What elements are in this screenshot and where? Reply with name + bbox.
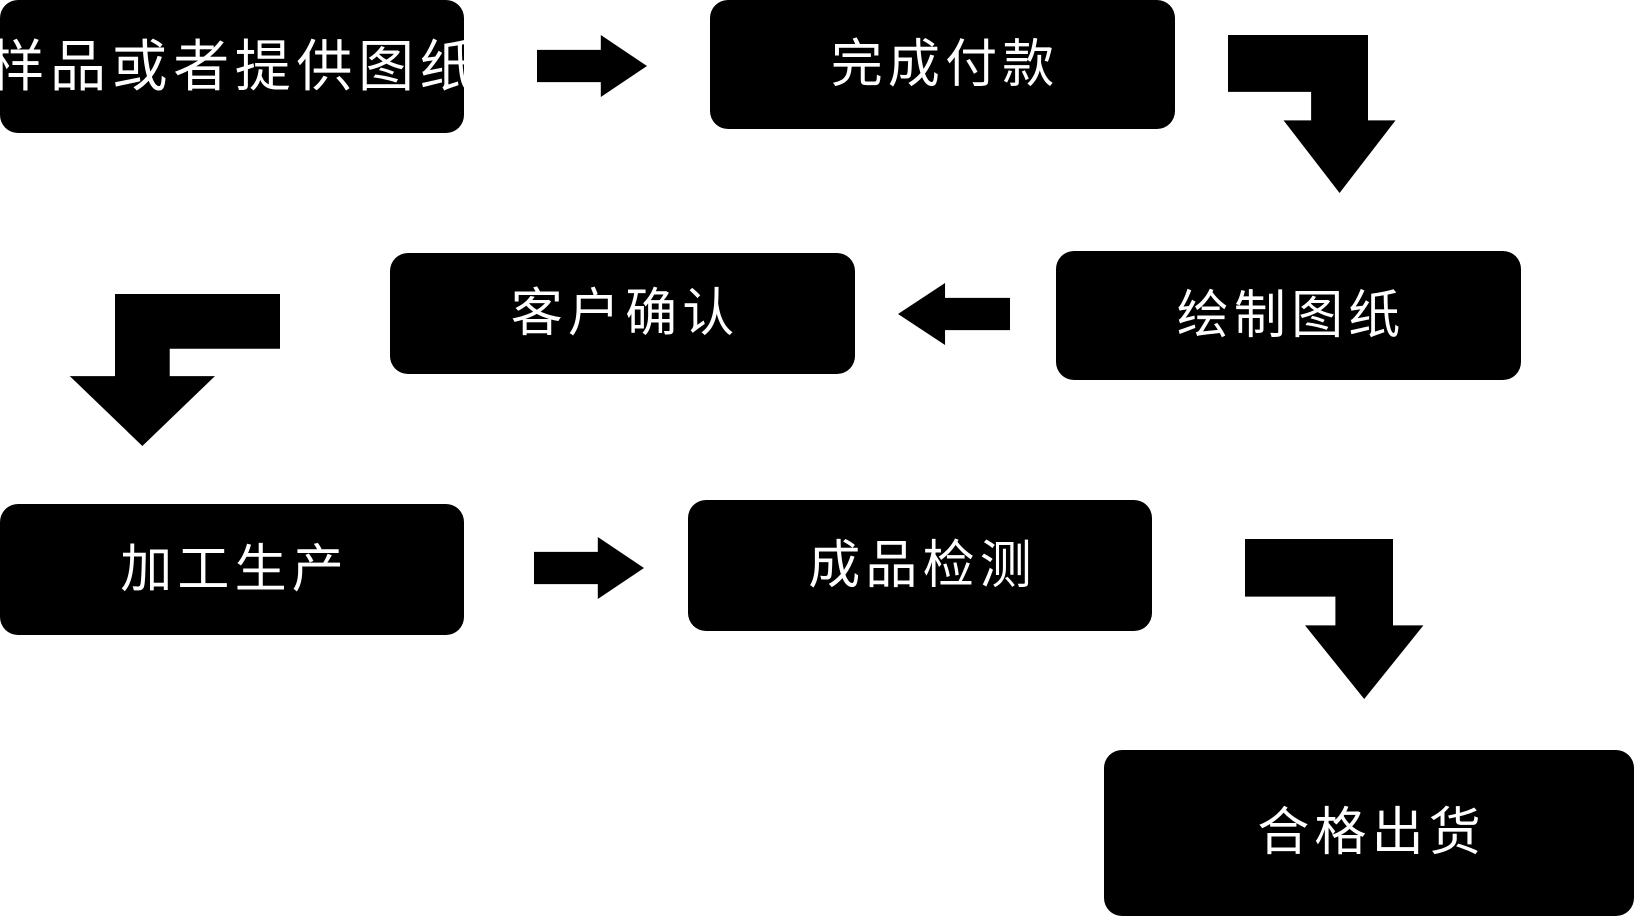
arrow-left-icon bbox=[898, 283, 1010, 345]
flow-node-label: 合格出货 bbox=[1257, 804, 1486, 862]
flow-node-qualified-shipment[interactable]: 合格出货 bbox=[1104, 750, 1634, 916]
flow-node-label: 样品或者提供图纸 bbox=[0, 34, 482, 98]
arrow-right-icon bbox=[534, 537, 644, 599]
flow-node-label: 成品检测 bbox=[808, 536, 1037, 595]
flow-node-label: 绘制图纸 bbox=[1176, 286, 1406, 345]
arrow-elbow-right-down-icon bbox=[1228, 35, 1396, 193]
flow-node-final-inspection[interactable]: 成品检测 bbox=[688, 500, 1152, 631]
flow-node-sample-or-drawing[interactable]: 样品或者提供图纸 bbox=[0, 0, 476, 133]
flow-node-complete-payment[interactable]: 完成付款 bbox=[710, 0, 1175, 129]
flow-node-label: 加工生产 bbox=[120, 540, 349, 599]
flow-node-draw-drawing[interactable]: 绘制图纸 bbox=[1056, 251, 1521, 380]
arrow-right-icon bbox=[537, 35, 647, 97]
arrow-elbow-left-down-icon bbox=[69, 294, 280, 446]
arrow-elbow-right-down-icon bbox=[1245, 539, 1424, 699]
flow-node-label: 客户确认 bbox=[510, 284, 740, 343]
flow-node-customer-confirm[interactable]: 客户确认 bbox=[390, 253, 855, 374]
flow-node-production[interactable]: 加工生产 bbox=[0, 504, 464, 635]
flow-node-label: 完成付款 bbox=[830, 35, 1060, 94]
